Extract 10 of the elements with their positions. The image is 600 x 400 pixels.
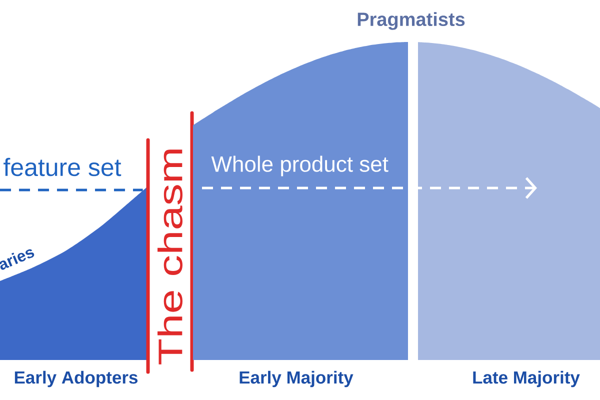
node-label: Early Majority [240,370,354,388]
edge-label: feature set [4,158,122,176]
dashed-line [0,188,143,192]
node-label: Late Majority [473,370,580,388]
chasm-band: The chasm [146,111,194,374]
curve-segment: Late Majority [418,42,600,388]
node-label: Early Adopters [14,370,138,388]
dashed-arrow [202,177,537,199]
group-label: Pragmatists [358,12,465,30]
edge-label: Whole product set [211,156,388,176]
